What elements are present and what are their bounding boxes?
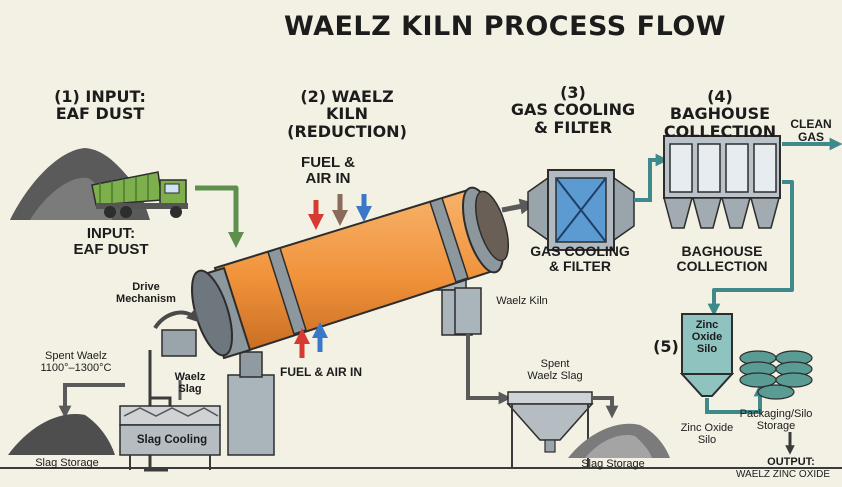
- gas-cooling-filter-unit: [527, 169, 635, 251]
- slag-to-storage-arrow: [58, 383, 125, 419]
- zinc-oxide-silo-tank-label: Zinc Oxide Silo: [691, 319, 723, 355]
- slag-storage-right-label: Slag Storage: [581, 458, 645, 470]
- output-product-label: WAELZ ZINC OXIDE: [735, 469, 831, 480]
- kiln-gas-outlet-arrow: [501, 198, 536, 215]
- page-title: WAELZ KILN PROCESS FLOW: [284, 11, 727, 42]
- spent-slag-hopper: [506, 391, 594, 468]
- step-2-label: (2) WAELZ KILN (REDUCTION): [287, 87, 407, 141]
- drive-mechanism-label: Drive Mechanism: [116, 281, 176, 305]
- baghouse-collection-label: BAGHOUSE COLLECTION: [676, 243, 768, 275]
- waelz-kiln-label: Waelz Kiln: [496, 295, 548, 307]
- slag-storage-left-label: Slag Storage: [35, 457, 99, 469]
- output-label: OUTPUT:: [767, 456, 815, 468]
- fuel-air-bottom-label: FUEL & AIR IN: [279, 365, 362, 379]
- packaging-bags-icon: [739, 350, 813, 400]
- slag-cooling-label: Slag Cooling: [136, 434, 208, 446]
- packaging-storage-label: Packaging/Silo Storage: [739, 408, 813, 432]
- fuel-air-arrows-top: [307, 194, 373, 231]
- filter-to-baghouse-arrow: [634, 153, 669, 202]
- baghouse-unit: [663, 135, 781, 229]
- spent-waelz-temp-label: Spent Waelz 1100°–1300°C: [40, 350, 112, 374]
- fuel-air-top-label: FUEL & AIR IN: [301, 154, 355, 188]
- slag-cooling-unit: [119, 396, 221, 470]
- spent-waelz-slag-label: Spent Waelz Slag: [527, 358, 583, 382]
- step-1-label: (1) INPUT: EAF DUST: [54, 87, 146, 124]
- zinc-oxide-silo-label: Zinc Oxide Silo: [680, 422, 734, 446]
- clean-gas-label: CLEAN GAS: [790, 117, 832, 144]
- slag-storage-pile-left: [8, 414, 115, 455]
- step-4-label: (4) BAGHOUSE COLLECTION: [663, 87, 777, 141]
- baghouse-to-silo-arrow: [707, 180, 794, 317]
- step-3-label: (3) GAS COOLING & FILTER: [510, 83, 636, 137]
- input-flow-arrow: [195, 185, 245, 249]
- dump-truck-icon: [91, 171, 188, 218]
- fuel-air-arrows-bottom: [293, 321, 329, 358]
- input-eaf-dust-label: INPUT: EAF DUST: [73, 225, 149, 259]
- step-5-label: (5): [653, 337, 679, 356]
- zinc-oxide-silo: [679, 313, 735, 397]
- silo-to-packaging-arrow: [705, 383, 767, 414]
- rotary-kiln: [191, 186, 510, 360]
- waelz-slag-label: Waelz Slag: [174, 371, 206, 395]
- gas-cooling-label: GAS COOLING & FILTER: [530, 243, 630, 275]
- hopper-to-storage-arrow: [592, 396, 619, 419]
- kiln-discharge-chute: [454, 287, 512, 405]
